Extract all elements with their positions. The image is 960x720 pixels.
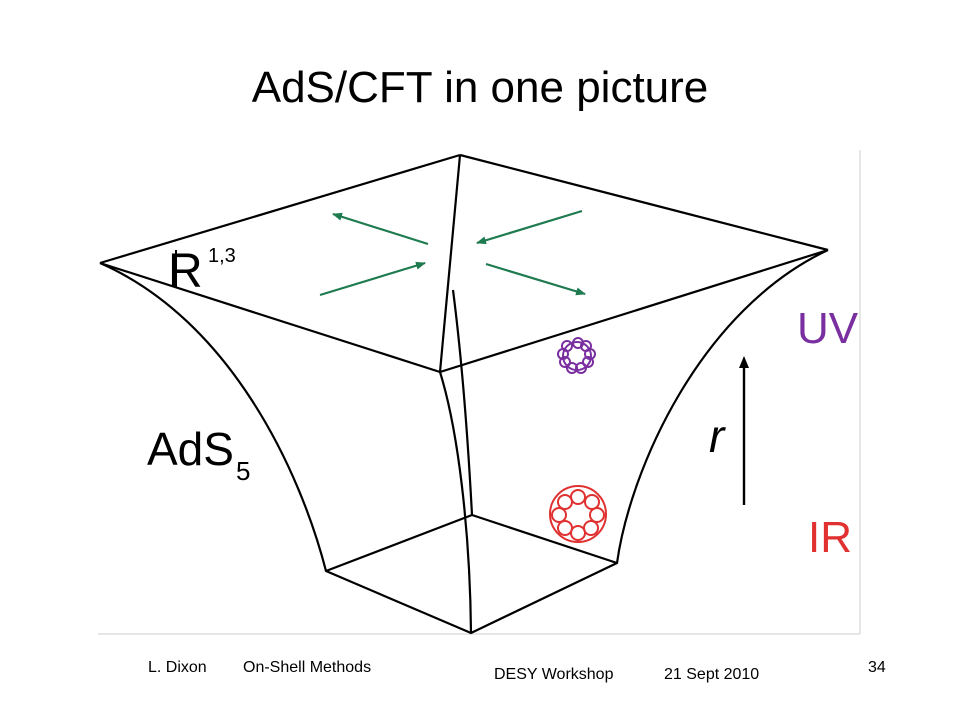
footer-date: 21 Sept 2010 <box>664 666 760 683</box>
boundary-divider <box>438 154 462 373</box>
bulk-side-right <box>615 249 829 564</box>
boundary-top-back-left <box>99 153 461 265</box>
footer-event: DESY Workshop <box>494 666 614 683</box>
footer-talk: On-Shell Methods <box>243 659 372 676</box>
ir-string-loop <box>549 485 607 543</box>
radial-label: r <box>709 410 726 462</box>
flow-arrow-bottom-right <box>485 262 586 296</box>
boundary-label: R <box>168 245 203 298</box>
footer-author: L. Dixon <box>148 659 207 676</box>
boundary-top-front-left <box>99 261 441 374</box>
flow-arrow-top-right <box>476 209 583 245</box>
footer-page-number: 34 <box>868 659 886 676</box>
boundary-top-front-right <box>439 248 829 374</box>
bulk-side-left <box>99 261 328 572</box>
ir-label: IR <box>808 513 852 562</box>
flow-arrow-bottom-left <box>319 261 426 297</box>
bulk-side-back <box>451 289 474 516</box>
slide-title: AdS/CFT in one picture <box>251 63 709 112</box>
boundary-superscript: 1,3 <box>208 245 236 267</box>
boundary-top-back-right <box>459 153 829 252</box>
bulk-label: AdS <box>147 423 234 475</box>
ir-bottom-face <box>324 513 619 635</box>
bulk-subscript: 5 <box>236 456 250 486</box>
uv-string-loop <box>557 337 596 374</box>
flow-arrow-top-left <box>332 212 429 246</box>
uv-label: UV <box>797 304 859 353</box>
bulk-side-front <box>438 371 473 634</box>
